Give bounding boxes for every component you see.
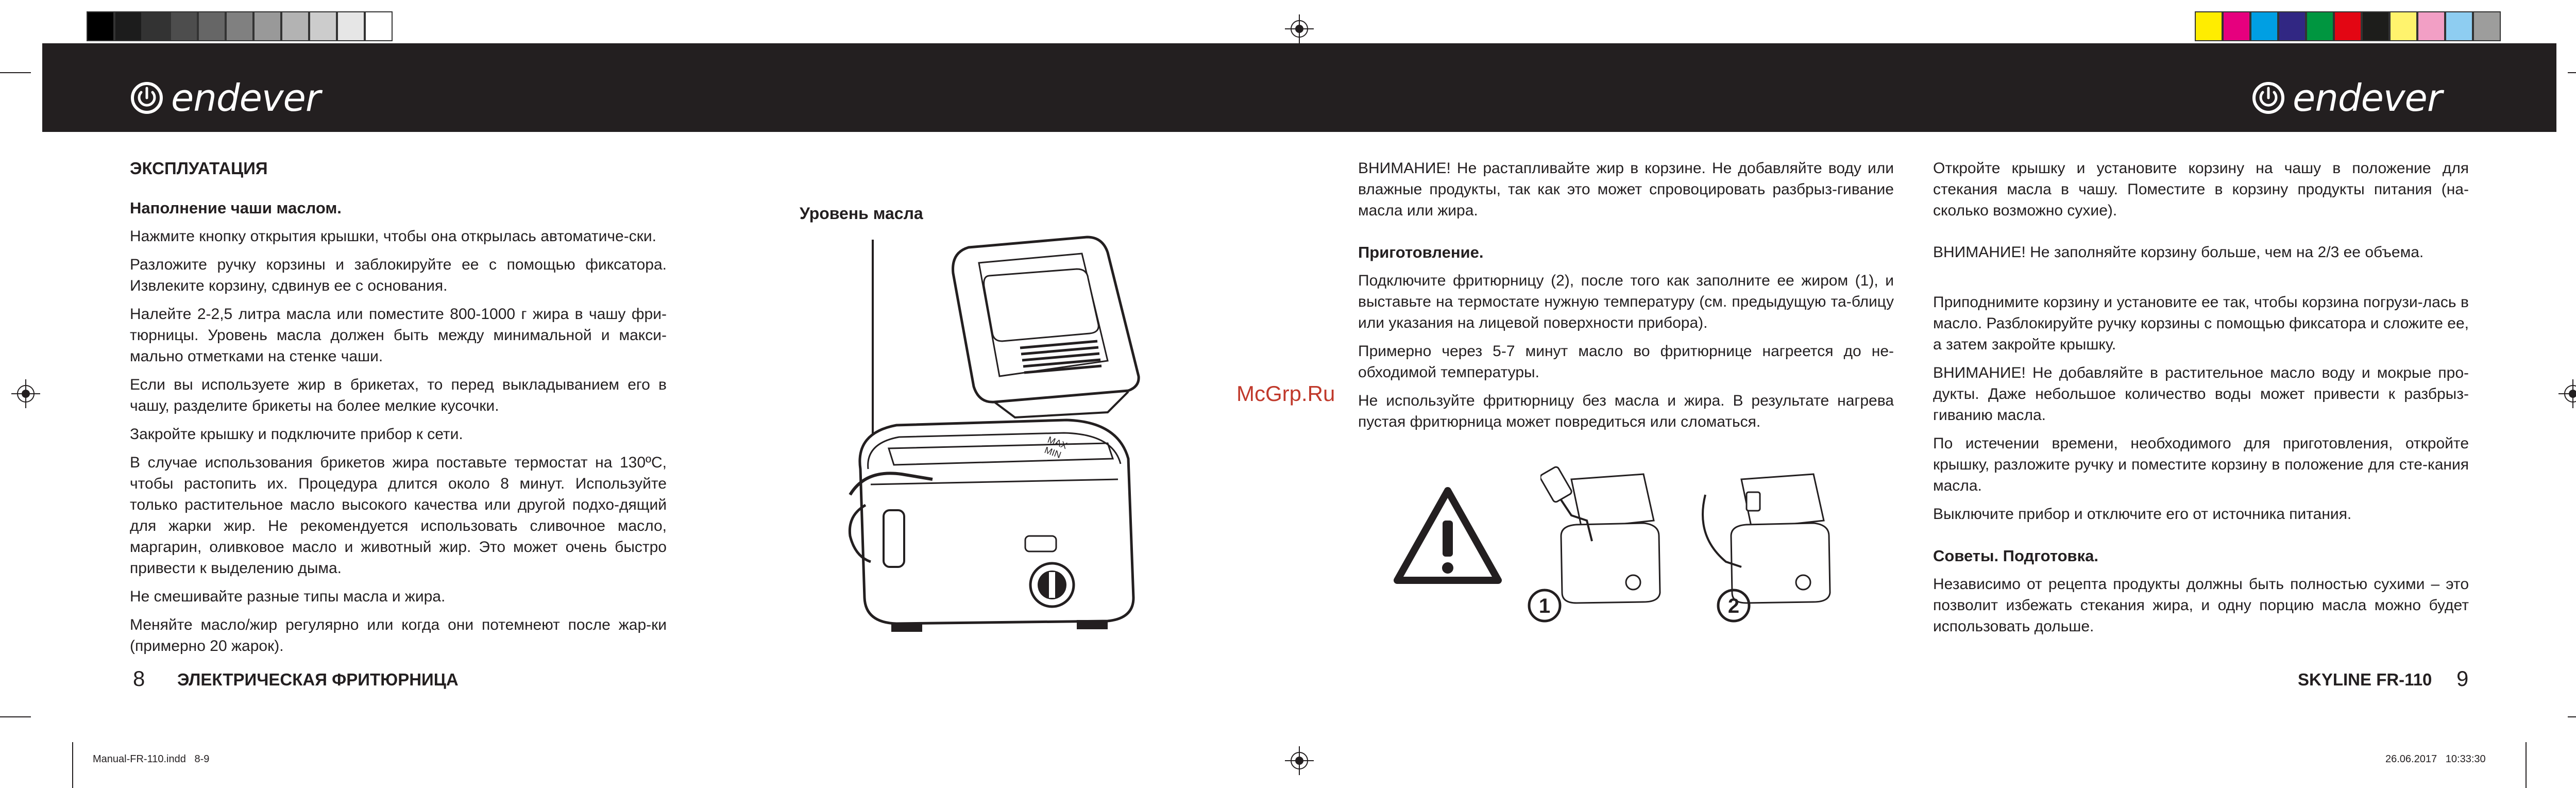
paragraph: Меняйте масло/жир регулярно или когда он… [130, 616, 667, 655]
color-swatch [337, 11, 365, 41]
slug-date: 26.06.2017 10:33:30 [2385, 753, 2486, 765]
color-swatch [281, 11, 309, 41]
warning-text: ВНИМАНИЕ! Не заполняйте корзину больше, … [1933, 244, 2424, 261]
slug-file: Manual-FR-110.indd 8-9 [93, 753, 210, 765]
color-swatch [2250, 11, 2278, 41]
color-swatch [365, 11, 393, 41]
color-swatch [2223, 11, 2250, 41]
step-2-number: 2 [1728, 595, 1739, 617]
section-title: ЭКСПЛУАТАЦИЯ [130, 159, 268, 178]
step-2-number-icon: 2 [1717, 589, 1751, 623]
step-1-illustration [1540, 466, 1661, 604]
crop-mark [72, 742, 73, 788]
footer-title-right: SKYLINE FR-110 [2298, 670, 2432, 689]
color-swatch [2306, 11, 2334, 41]
tips-text: Независимо от рецепта продукты должны бы… [1933, 576, 2469, 635]
page-number-right: 9 [2456, 666, 2469, 691]
crop-mark [2526, 742, 2527, 788]
subsection-title: Приготовление. [1358, 243, 1484, 261]
step-2-illustration [1702, 473, 1831, 604]
paragraph: Подключите фритюрницу (2), после того ка… [1358, 272, 1894, 331]
color-swatch [309, 11, 337, 41]
page-number-left: 8 [133, 666, 145, 691]
color-swatch [2362, 11, 2389, 41]
registration-mark-bottom [1285, 746, 1314, 775]
paragraph-list: Приподнимите корзину и установите ее так… [1933, 292, 2469, 525]
paragraph: Не используйте фритюрницу без масла и жи… [1358, 392, 1894, 430]
step-1-number-icon: 1 [1528, 589, 1562, 623]
paragraph-list: Откройте крышку и установите корзину на … [1933, 158, 2469, 221]
paragraph: В случае использования брикетов жира пос… [130, 454, 667, 577]
color-swatch [170, 11, 198, 41]
color-swatch [87, 11, 114, 41]
paragraph: Нажмите кнопку открытия крышки, чтобы он… [130, 228, 656, 245]
paragraph: Закройте крышку и подключите прибор к се… [130, 426, 463, 443]
color-swatch [2473, 11, 2501, 41]
footer-title-left: ЭЛЕКТРИЧЕСКАЯ ФРИТЮРНИЦА [177, 670, 459, 689]
registration-mark-left [11, 379, 40, 408]
crop-mark [0, 72, 31, 73]
brand-logo-right: endever [2251, 77, 2442, 119]
color-swatch [198, 11, 226, 41]
crop-mark [2568, 72, 2576, 73]
color-swatch [226, 11, 253, 41]
color-swatch [2445, 11, 2473, 41]
paragraph-list: Подключите фритюрницу (2), после того ка… [1358, 270, 1894, 432]
subsection-title: Наполнение чаши маслом. [130, 199, 342, 217]
color-swatch [2278, 11, 2306, 41]
watermark: McGrp.Ru [1236, 381, 1335, 406]
paragraph: ВНИМАНИЕ! Не добавляйте в растительное м… [1933, 364, 2469, 424]
color-swatch [114, 11, 142, 41]
color-swatch [2334, 11, 2362, 41]
fryer-illustration: MAX MIN [848, 236, 1140, 632]
paragraph: Приподнимите корзину и установите ее так… [1933, 294, 2469, 353]
color-swatch [253, 11, 281, 41]
paragraph: Выключите прибор и отключите его от исто… [1933, 506, 2352, 523]
right-text-column: Откройте крышку и установите корзину на … [1933, 158, 2469, 644]
brand-logo-left: endever [130, 77, 320, 119]
middle-text-column: ВНИМАНИЕ! Не растапливайте жир в корзине… [1358, 158, 1894, 440]
registration-mark-right [2558, 379, 2576, 408]
paragraph: Откройте крышку и установите корзину на … [1933, 160, 2469, 219]
step-1-number: 1 [1539, 595, 1550, 617]
color-swatch [2195, 11, 2223, 41]
paragraph: Примерно через 5-7 минут масло во фритюр… [1358, 343, 1894, 381]
subsection-title: Советы. Подготовка. [1933, 547, 2098, 565]
paragraph-list: Нажмите кнопку открытия крышки, чтобы он… [130, 226, 667, 657]
brand-name: endever [2293, 76, 2442, 120]
color-swatch [2417, 11, 2445, 41]
crop-mark [0, 716, 31, 717]
paragraph: Если вы используете жир в брикетах, то п… [130, 376, 667, 414]
warning-triangle-icon [1394, 487, 1502, 584]
figure-label: Уровень масла [800, 204, 923, 223]
crop-mark [2568, 716, 2576, 717]
power-icon [131, 82, 163, 114]
power-icon [2252, 82, 2284, 114]
color-swatch [2389, 11, 2417, 41]
warning-text: ВНИМАНИЕ! Не растапливайте жир в корзине… [1358, 160, 1894, 219]
paragraph: Разложите ручку корзины и заблокируйте е… [130, 256, 667, 294]
registration-mark-top [1285, 14, 1314, 43]
paragraph: Не смешивайте разные типы масла и жира. [130, 588, 446, 605]
color-swatch [142, 11, 170, 41]
paragraph: По истечении времени, необходимого для п… [1933, 435, 2469, 494]
paragraph: Налейте 2-2,5 литра масла или поместите … [130, 306, 667, 365]
header-bar [42, 43, 2556, 132]
brand-name: endever [171, 76, 320, 120]
left-text-column: ЭКСПЛУАТАЦИЯ Наполнение чаши маслом. Наж… [130, 158, 667, 664]
